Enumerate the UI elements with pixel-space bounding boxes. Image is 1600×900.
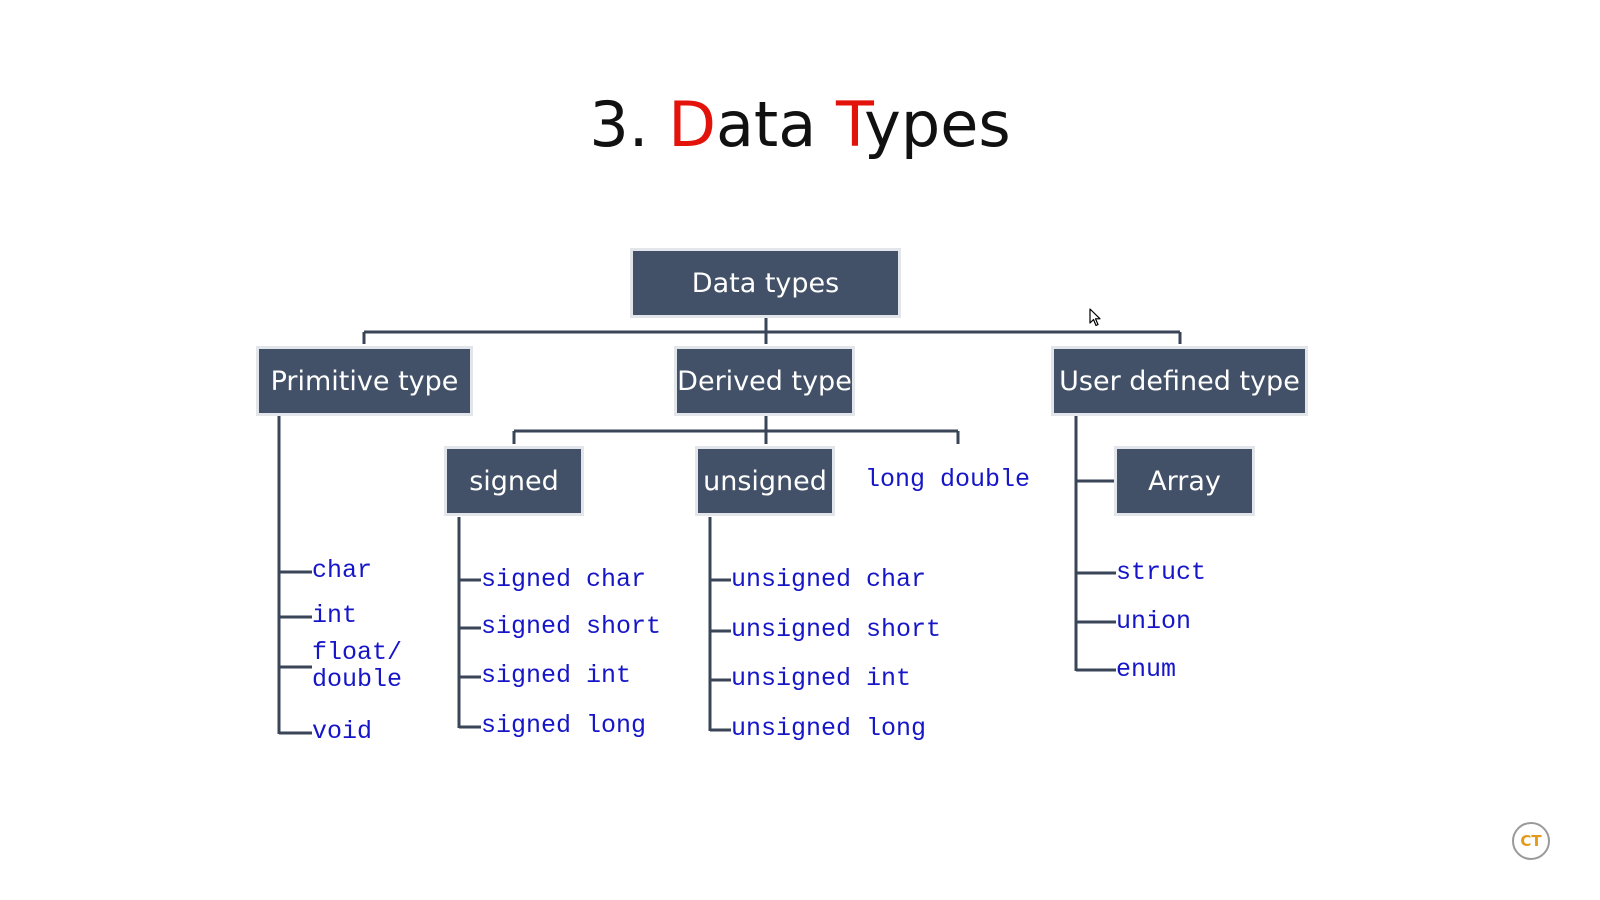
signed-item-int: signed int [481,661,632,690]
node-user-defined-type: User defined type [1051,346,1308,416]
label-long-double: long double [865,465,1031,494]
signed-item-long: signed long [481,711,647,740]
unsigned-item-short: unsigned short [731,615,942,644]
mouse-cursor-icon [1089,308,1101,327]
unsigned-item-int: unsigned int [731,664,912,693]
title-word-data: ata [715,88,817,161]
title-word-types: ypes [864,88,1011,161]
unsigned-item-long: unsigned long [731,714,927,743]
node-primitive-type: Primitive type [256,346,473,416]
title-accent-d: D [668,88,716,161]
primitive-item-int: int [312,601,358,630]
user-item-struct: struct [1116,558,1207,587]
primitive-item-void: void [312,717,373,746]
slide-title: 3. Data Types [0,88,1600,161]
node-unsigned: unsigned [695,446,835,516]
node-array: Array [1114,446,1255,516]
user-item-enum: enum [1116,655,1177,684]
root-node-data-types: Data types [630,248,901,318]
node-derived-type: Derived type [674,346,855,416]
node-signed: signed [444,446,584,516]
primitive-item-float: float/ [312,638,403,667]
title-accent-t: T [835,88,865,161]
unsigned-item-char: unsigned char [731,565,927,594]
signed-item-short: signed short [481,612,662,641]
primitive-item-double: double [312,665,403,694]
primitive-item-char: char [312,556,373,585]
signed-item-char: signed char [481,565,647,594]
channel-logo-icon: CT [1512,822,1550,860]
title-number: 3. [589,88,649,161]
user-item-union: union [1116,607,1192,636]
